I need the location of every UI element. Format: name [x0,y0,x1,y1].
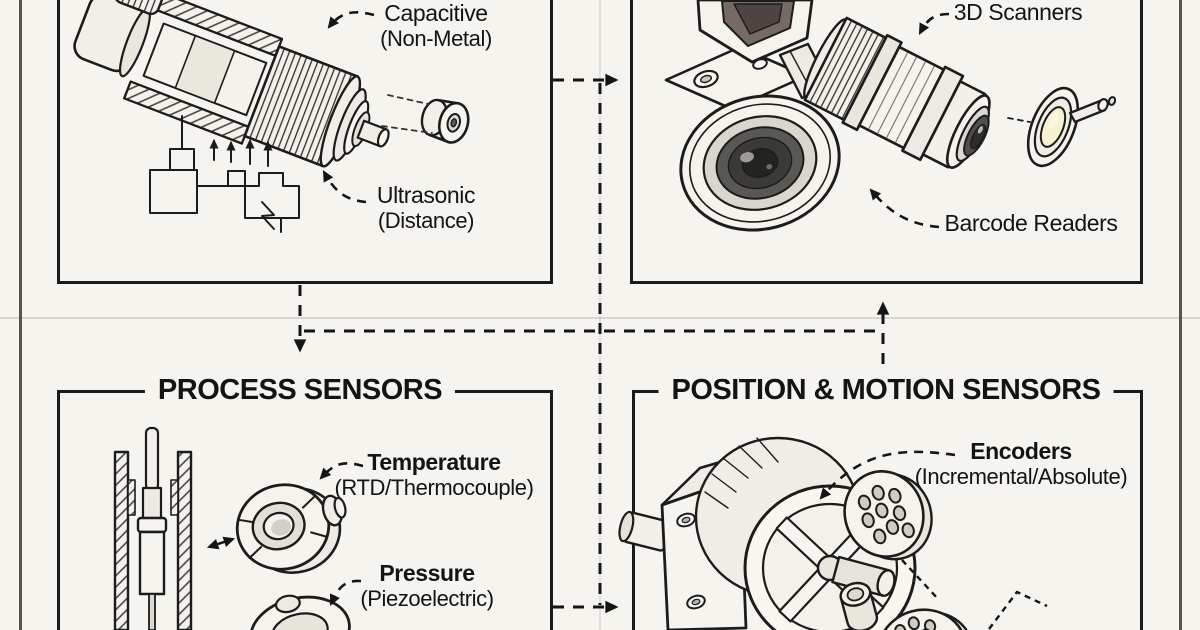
pressure-label-name: Pressure [379,560,475,586]
pressure-leader-arrow [329,579,362,606]
3d-scanners-label: 3D Scanners [954,0,1083,26]
thermowell-double-arrow-right [208,536,236,549]
capacitive-ultrasonic-sensor-illustration [73,0,470,233]
position-motion-sensors-title: POSITION & MOTION SENSORS [658,374,1114,407]
encoders-leader-arrow [819,450,956,500]
barcode-readers-label: Barcode Readers [944,210,1118,237]
temperature-label-name: Temperature [367,449,501,475]
pressure-label: Pressure (Piezoelectric) [360,560,494,611]
horizontal-seam-line [0,317,1200,319]
circuit-schematic [149,115,300,233]
temperature-label-detail: (RTD/Thermocouple) [334,474,534,500]
right-frame-line [1179,0,1182,630]
capacitive-leader-arrow [327,11,375,29]
temperature-label: Temperature (RTD/Thermocouple) [334,449,534,500]
encoder-parts-dash-line [901,559,940,601]
left-frame-line [19,0,22,630]
3d-scanners-leader-arrow [918,12,950,35]
ultrasonic-label-detail: (Distance) [377,207,475,233]
capacitive-label-detail: (Non-Metal) [380,25,492,51]
process-sensors-title: PROCESS SENSORS [144,374,456,407]
encoder-corner-dash-line [988,590,1048,630]
top-left-quadrant-box [57,0,553,284]
encoders-label-detail: (Incremental/Absolute) [914,463,1128,489]
top-right-quadrant-box [630,0,1143,284]
pressure-label-detail: (Piezoelectric) [360,585,494,611]
encoders-label-name: Encoders [970,438,1072,464]
process-sensors-illustration [113,426,351,630]
encoder-illustration [618,436,974,630]
capacitive-label: Capacitive (Non-Metal) [380,0,492,51]
vertical-seam-line [599,0,601,630]
ultrasonic-label: Ultrasonic (Distance) [376,182,476,233]
3d-scanners-label-name: 3D Scanners [953,0,1083,25]
encoders-label: Encoders (Incremental/Absolute) [914,438,1128,489]
temperature-leader-arrow [319,462,364,480]
barcode-readers-leader-arrow [869,188,940,229]
capacitive-label-name: Capacitive [384,0,488,26]
barcode-readers-label-name: Barcode Readers [944,210,1118,236]
ultrasonic-label-name: Ultrasonic [376,182,476,208]
vision-camera-illustration [664,0,1117,232]
ultrasonic-leader-arrow [322,170,367,204]
